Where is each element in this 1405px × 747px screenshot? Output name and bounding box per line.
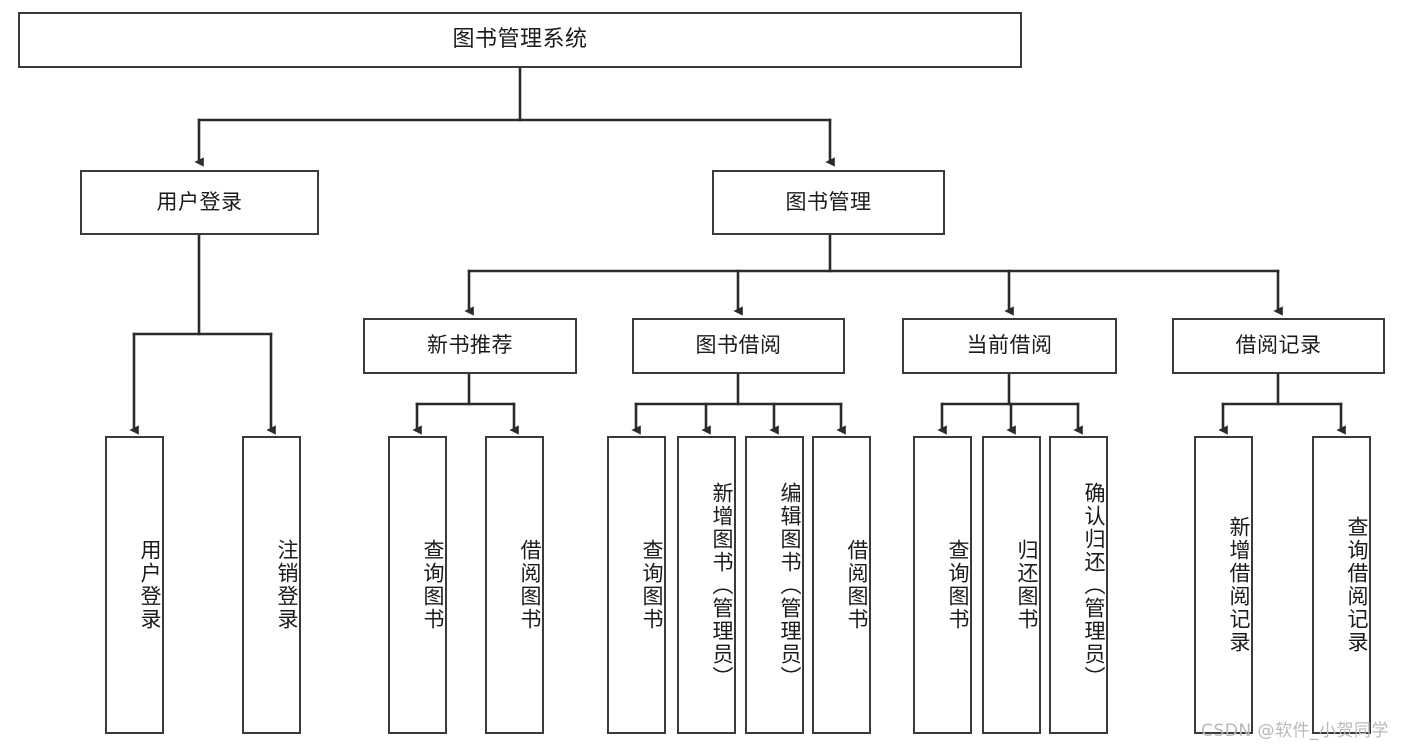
node-borrow-record-label: 借阅记录 xyxy=(1235,333,1322,358)
node-leaf-borrow-book-2[interactable]: 借阅图书 xyxy=(812,436,871,734)
node-leaf-borrow-book-1-label: 借阅图书 xyxy=(518,539,542,631)
node-leaf-edit-book-label: 编辑图书（管理员） xyxy=(778,481,802,689)
node-user-login[interactable]: 用户登录 xyxy=(80,170,319,235)
node-new-book-recommend-label: 新书推荐 xyxy=(427,333,513,358)
node-leaf-query-borrow-record[interactable]: 查询借阅记录 xyxy=(1312,436,1371,734)
node-book-manage[interactable]: 图书管理 xyxy=(712,170,945,235)
node-leaf-return-book[interactable]: 归还图书 xyxy=(982,436,1041,734)
node-leaf-confirm-return[interactable]: 确认归还（管理员） xyxy=(1049,436,1108,734)
node-leaf-logout[interactable]: 注销登录 xyxy=(242,436,301,734)
node-leaf-logout-label: 注销登录 xyxy=(275,539,299,631)
node-root[interactable]: 图书管理系统 xyxy=(18,12,1022,68)
node-current-borrow-label: 当前借阅 xyxy=(966,333,1053,358)
node-leaf-query-book-2-label: 查询图书 xyxy=(640,539,664,631)
node-leaf-query-book-1[interactable]: 查询图书 xyxy=(388,436,447,734)
node-leaf-add-book[interactable]: 新增图书（管理员） xyxy=(677,436,736,734)
node-user-login-label: 用户登录 xyxy=(156,189,243,214)
node-leaf-query-book-1-label: 查询图书 xyxy=(421,539,445,631)
node-leaf-add-borrow-record-label: 新增借阅记录 xyxy=(1227,516,1251,654)
node-current-borrow[interactable]: 当前借阅 xyxy=(902,318,1117,374)
node-leaf-user-login[interactable]: 用户登录 xyxy=(105,436,164,734)
node-new-book-recommend[interactable]: 新书推荐 xyxy=(363,318,577,374)
node-leaf-return-book-label: 归还图书 xyxy=(1015,539,1039,631)
node-leaf-confirm-return-label: 确认归还（管理员） xyxy=(1082,481,1106,689)
node-leaf-query-borrow-record-label: 查询借阅记录 xyxy=(1345,516,1369,654)
node-leaf-borrow-book-1[interactable]: 借阅图书 xyxy=(485,436,544,734)
node-borrow-record[interactable]: 借阅记录 xyxy=(1172,318,1385,374)
node-book-borrow-label: 图书借阅 xyxy=(695,333,782,358)
node-leaf-query-book-3-label: 查询图书 xyxy=(946,539,970,631)
node-root-label: 图书管理系统 xyxy=(452,26,588,52)
node-leaf-user-login-label: 用户登录 xyxy=(138,539,162,631)
node-leaf-query-book-2[interactable]: 查询图书 xyxy=(607,436,666,734)
node-leaf-add-book-label: 新增图书（管理员） xyxy=(710,481,734,689)
node-leaf-edit-book[interactable]: 编辑图书（管理员） xyxy=(745,436,804,734)
node-leaf-borrow-book-2-label: 借阅图书 xyxy=(845,539,869,631)
node-leaf-add-borrow-record[interactable]: 新增借阅记录 xyxy=(1194,436,1253,734)
watermark: CSDN @软件_小贺同学 xyxy=(1201,721,1389,741)
node-leaf-query-book-3[interactable]: 查询图书 xyxy=(913,436,972,734)
node-book-manage-label: 图书管理 xyxy=(785,189,872,214)
node-book-borrow[interactable]: 图书借阅 xyxy=(632,318,845,374)
